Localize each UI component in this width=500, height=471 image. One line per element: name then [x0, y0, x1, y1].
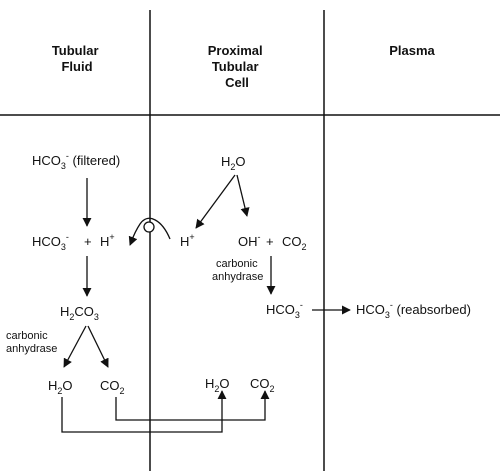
co2-cell-label: CO2	[282, 234, 307, 252]
arrow-h2co3-to-co2	[87, 325, 109, 368]
plus-sign-cell: +	[266, 234, 274, 249]
membrane-transporter-icon	[143, 221, 155, 233]
carbonic-anhydrase-tubular-label: carbonic anhydrase	[6, 330, 57, 355]
arrow-h2o-to-oh	[236, 174, 250, 217]
h2co3-label: H2CO3	[60, 304, 99, 322]
hco3-cell-label: HCO3-	[266, 300, 303, 320]
hco3-reabsorbed-label: HCO3- (reabsorbed)	[356, 300, 471, 320]
co2-tubular-label: CO2	[100, 378, 125, 396]
h2o-cell-top-label: H2O	[221, 154, 246, 172]
arrow-h2o-to-h-ion	[195, 174, 236, 229]
arrow-h2co3-to-h2o	[63, 325, 87, 368]
oh-ion-label: OH-	[238, 232, 261, 249]
carbonic-anhydrase-cell-label: carbonic anhydrase	[212, 258, 263, 283]
h2o-cell-bottom-label: H2O	[205, 376, 230, 394]
header-tubular-fluid: Tubular Fluid	[52, 43, 102, 74]
header-plasma: Plasma	[389, 43, 435, 58]
connector-co2-into-cell	[115, 390, 270, 421]
arrow-h-secretion	[128, 217, 171, 246]
h2o-tubular-label: H2O	[48, 378, 73, 396]
h-ion-cell-label: H+	[180, 232, 195, 249]
plus-sign-tubular: +	[84, 234, 92, 249]
hco3-filtered-label: HCO3- (filtered)	[32, 151, 120, 171]
h-ion-tubular-label: H+	[100, 232, 115, 249]
header-proximal-tubular-cell: Proximal Tubular Cell	[208, 43, 267, 90]
hco3-tubular-label: HCO3-	[32, 232, 69, 252]
co2-cell-bottom-label: CO2	[250, 376, 275, 394]
connector-h2o-into-cell	[61, 390, 227, 433]
